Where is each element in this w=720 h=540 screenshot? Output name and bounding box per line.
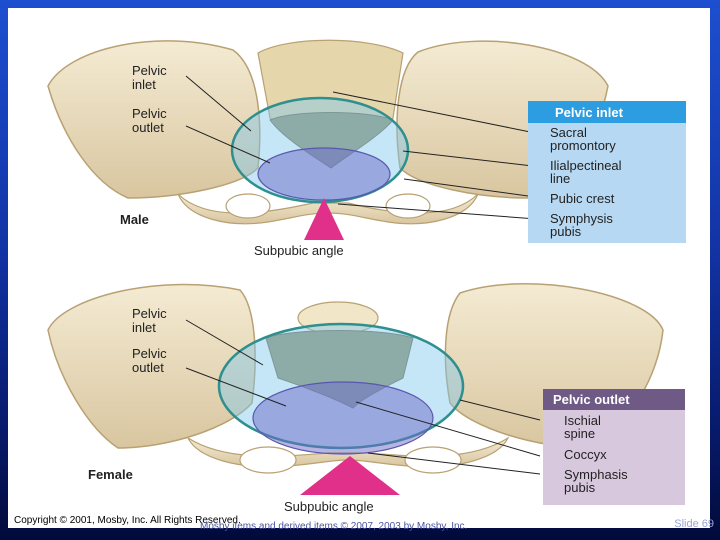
legend-outlet-item: Symphasis pubis [564,467,631,495]
male-title: Male [120,212,149,227]
pelvis-figure: Pelvic inlet Pelvic outlet Male Subpubic… [8,8,710,528]
female-angle-label: Subpubic angle [284,499,374,514]
legend-inlet-item: Sacral promontory [550,125,616,153]
legend-inlet-item: Pubic crest [550,191,615,206]
female-title: Female [88,467,133,482]
female-outlet-label: Pelvic outlet [132,346,170,375]
legend-outlet-item: Ischial spine [564,413,604,441]
legend-inlet-panel: Pelvic inlet Sacral promontory Ilialpect… [528,101,686,243]
footer-text: Mosby items and derived items © 2007, 20… [200,521,468,532]
copyright-notice: Copyright © 2001, Mosby, Inc. All Rights… [12,515,243,526]
female-inlet-label: Pelvic inlet [132,306,170,335]
male-pelvis [47,39,609,240]
legend-inlet-item: Symphysis pubis [550,211,616,239]
male-outlet-label: Pelvic outlet [132,106,170,135]
male-angle-label: Subpubic angle [254,243,344,258]
legend-outlet-item: Coccyx [564,447,607,462]
male-inlet-label: Pelvic inlet [132,63,170,92]
legend-inlet-item: Ilialpectineal line [550,158,625,186]
legend-inlet-header: Pelvic inlet [555,105,624,120]
slide-number: Slide 69 [674,518,714,530]
legend-outlet-header: Pelvic outlet [553,392,630,407]
legend-outlet-panel: Pelvic outlet Ischial spine Coccyx Symph… [543,389,685,505]
